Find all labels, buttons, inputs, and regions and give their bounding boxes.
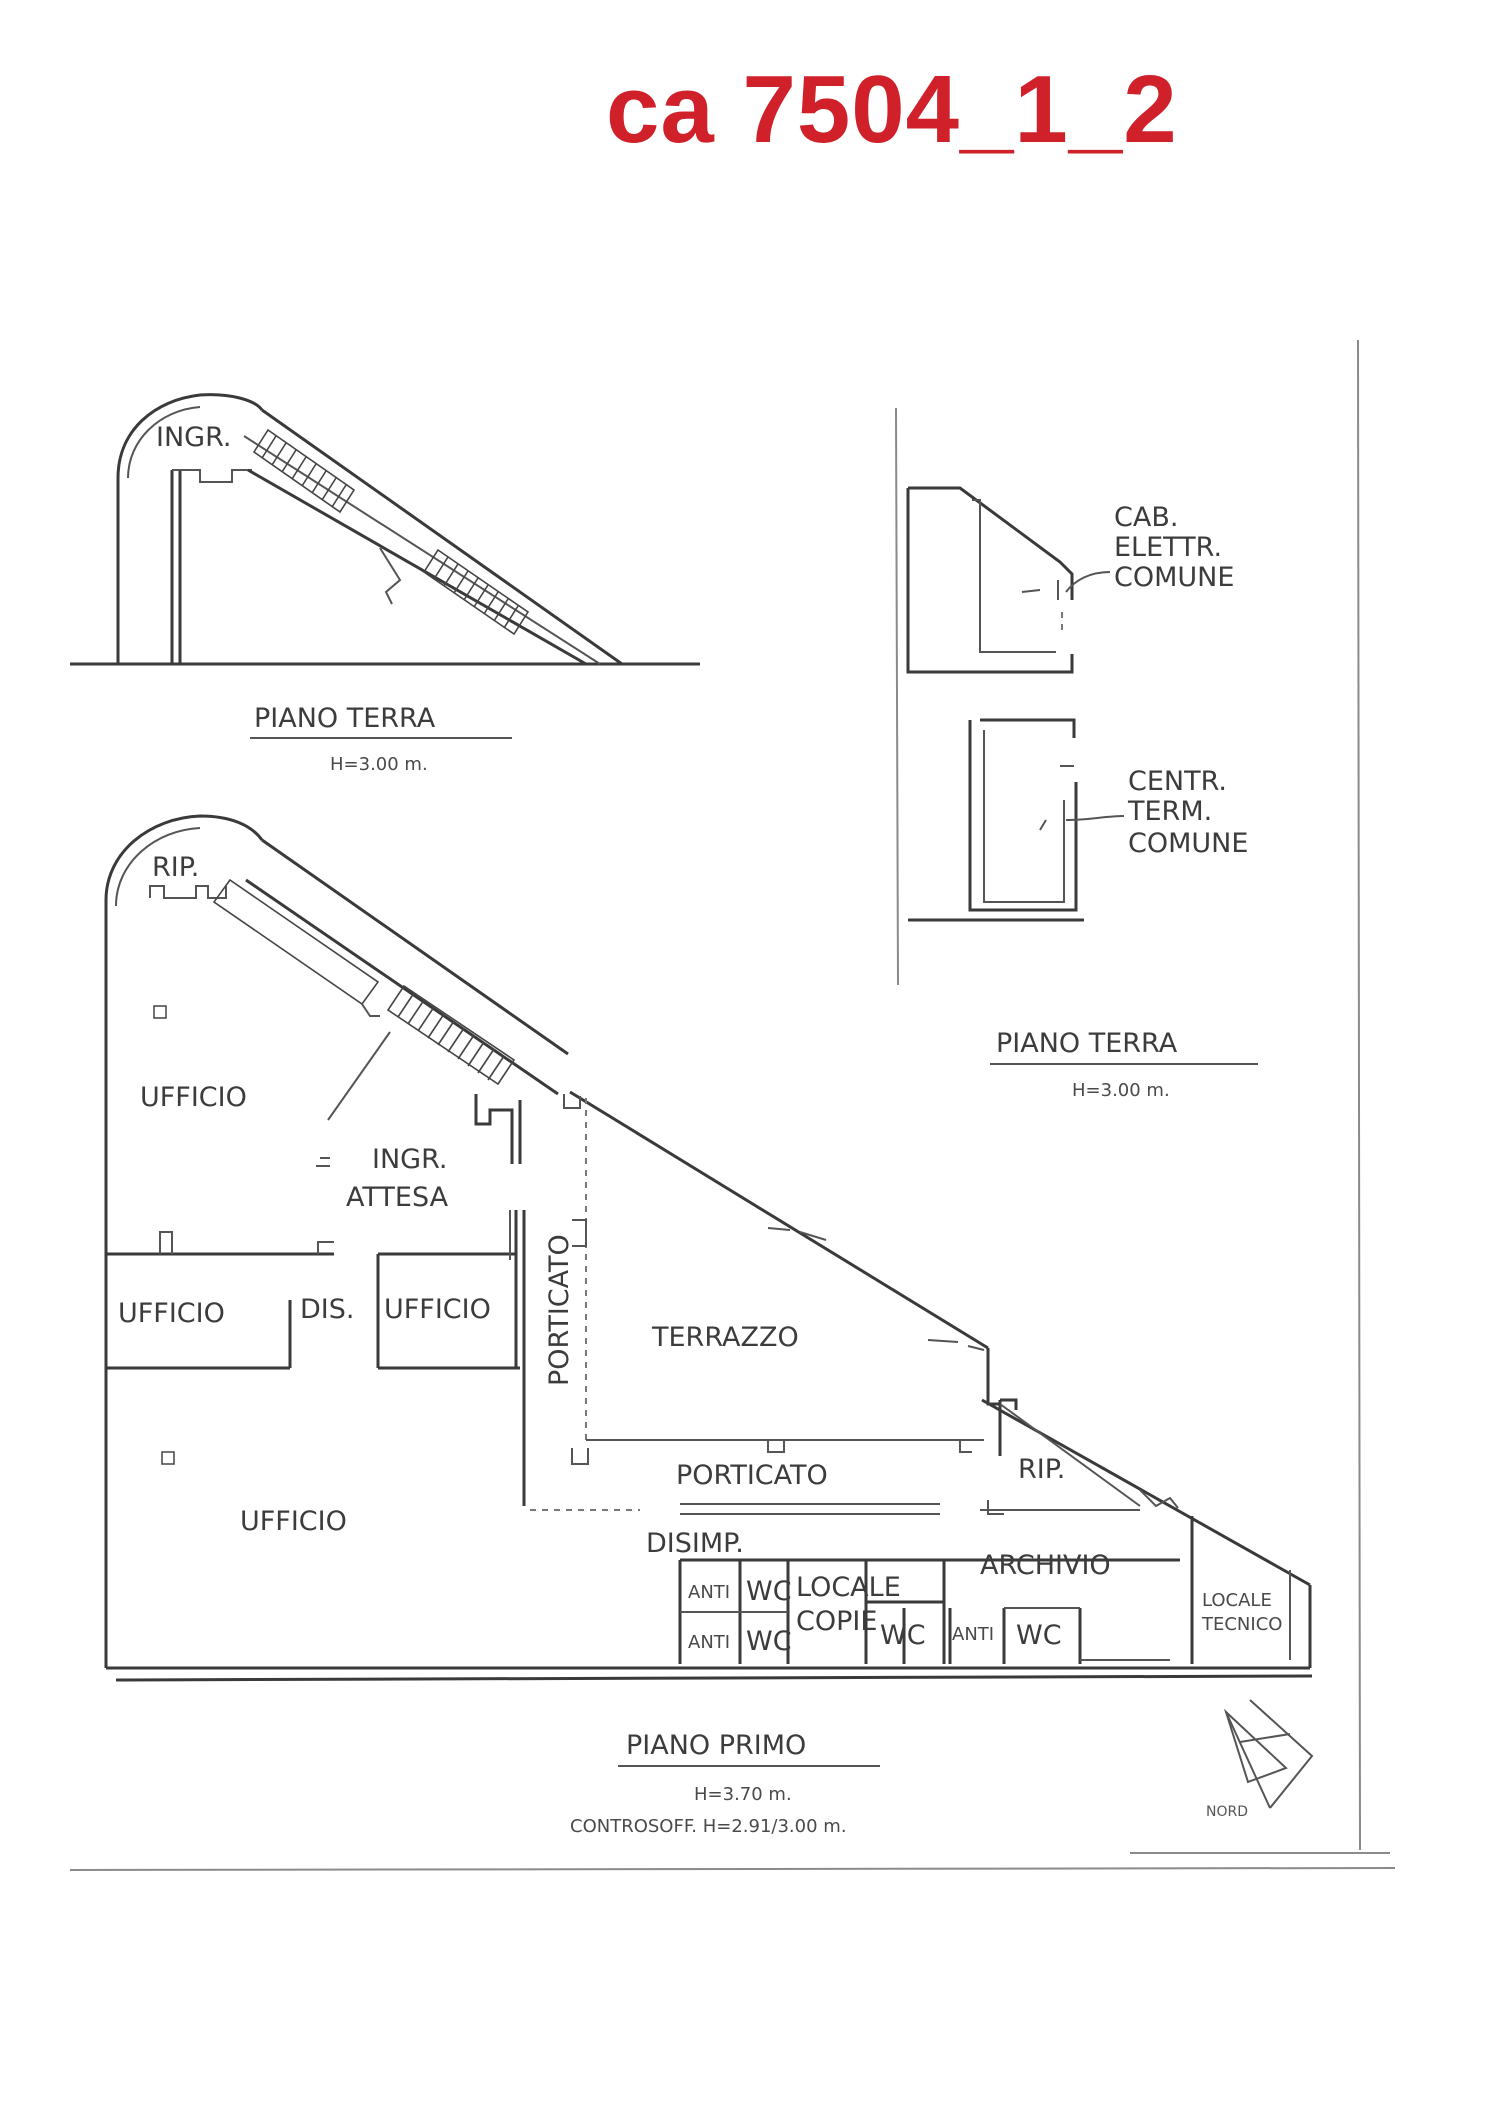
- room-label-ufficio-sw: UFFICIO: [240, 1506, 347, 1537]
- room-label-rip-top: RIP.: [152, 852, 199, 883]
- cab-label-line-1: CAB.: [1114, 502, 1178, 533]
- room-label-porticato: PORTICATO: [676, 1460, 828, 1491]
- north-arrow-icon: [1223, 1699, 1314, 1809]
- cab-label-line-2: ELETTR.: [1114, 532, 1222, 563]
- room-label-anti-1: ANTI: [688, 1582, 730, 1603]
- room-label-disimp: DISIMP.: [646, 1528, 744, 1559]
- north-label: NORD: [1206, 1804, 1248, 1820]
- first-floor-title: PIANO PRIMO: [626, 1730, 806, 1761]
- first-floor-controsoff: CONTROSOFF. H=2.91/3.00 m.: [570, 1816, 847, 1837]
- page-frame: [69, 339, 1396, 1871]
- room-label-porticato-vertical: PORTICATO: [544, 1234, 575, 1386]
- ground-floor-entrance-plan: [70, 393, 700, 666]
- ground-floor-utilities-plan: [895, 407, 1084, 986]
- ground-floor-title-2: PIANO TERRA: [996, 1028, 1178, 1059]
- room-label-wc-4: WC: [1016, 1620, 1062, 1651]
- room-label-anti-2: ANTI: [688, 1632, 730, 1653]
- centr-label-line-3: COMUNE: [1128, 828, 1248, 859]
- room-label-wc-3: WC: [880, 1620, 926, 1651]
- locale-copie-line-2: COPIE: [796, 1606, 877, 1637]
- room-label-ufficio-mid: UFFICIO: [384, 1294, 491, 1325]
- locale-tecnico-line-2: TECNICO: [1201, 1614, 1282, 1635]
- room-label-archivio: ARCHIVIO: [980, 1550, 1111, 1581]
- cab-label: CAB. ELETTR. COMUNE: [1114, 502, 1234, 593]
- ground-floor-height-1: H=3.00 m.: [330, 754, 428, 775]
- ground-floor-title-1: PIANO TERRA: [254, 703, 436, 734]
- room-label-rip-east: RIP.: [1018, 1454, 1065, 1485]
- room-label-dis: DIS.: [300, 1294, 354, 1325]
- room-label-ufficio-nw: UFFICIO: [140, 1082, 247, 1113]
- room-label-locale-tecnico: LOCALE TECNICO: [1201, 1590, 1282, 1635]
- room-label-wc-2: WC: [746, 1626, 792, 1657]
- room-label-ingr-attesa: INGR. ATTESA: [346, 1144, 456, 1213]
- first-floor-plan: [104, 814, 1313, 1682]
- centr-label-line-2: TERM.: [1127, 796, 1212, 827]
- room-label-anti-3: ANTI: [952, 1624, 994, 1645]
- room-label-ingr: INGR.: [156, 422, 231, 453]
- room-label-terrazzo: TERRAZZO: [651, 1322, 799, 1353]
- room-label-wc-1: WC: [746, 1576, 792, 1607]
- room-label-ufficio-w: UFFICIO: [118, 1298, 225, 1329]
- room-label-locale-copie: LOCALE COPIE: [796, 1572, 909, 1637]
- ingr-attesa-line-1: INGR.: [372, 1144, 447, 1175]
- locale-copie-line-1: LOCALE: [796, 1572, 901, 1603]
- ground-floor-height-2: H=3.00 m.: [1072, 1080, 1170, 1101]
- ingr-attesa-line-2: ATTESA: [346, 1182, 449, 1213]
- locale-tecnico-line-1: LOCALE: [1202, 1590, 1272, 1611]
- centr-label-line-1: CENTR.: [1128, 766, 1227, 797]
- centr-label: CENTR. TERM. COMUNE: [1127, 766, 1248, 859]
- cab-label-line-3: COMUNE: [1114, 562, 1234, 593]
- document-code: ca 7504_1_2: [606, 56, 1178, 163]
- first-floor-height: H=3.70 m.: [694, 1784, 792, 1805]
